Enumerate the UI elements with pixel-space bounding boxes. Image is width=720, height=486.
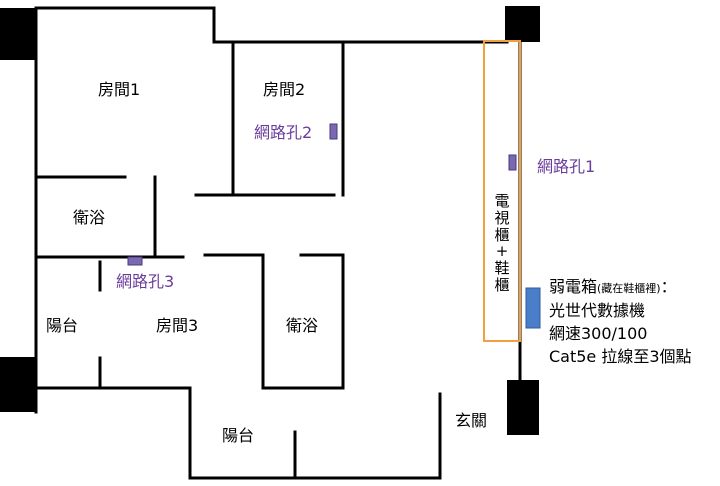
note-line-3: 網速300/100 [549,324,647,343]
pillar-top-right [505,6,540,42]
walls [34,6,522,480]
cabinet-char: 視 [494,209,509,227]
entrance-label: 玄關 [455,411,487,430]
port-label-2: 網路孔2 [254,123,312,142]
note-box-name: 弱電箱 [549,277,597,296]
pillar-bottom-right [507,380,539,435]
balcony-label-bottom: 陽台 [222,426,254,445]
port-label-3: 網路孔3 [116,272,174,291]
pillar-top-left [0,8,36,60]
cabinet-char: 櫃 [494,276,509,294]
port-marker-3 [127,256,143,266]
cabinet-char: 鞋 [494,259,509,277]
tv-shoe-cabinet [483,40,521,342]
bath-label-left: 衛浴 [73,208,105,227]
room-label-2: 房間2 [263,80,305,99]
pillar-bottom-left [0,357,36,412]
bath-label-right: 衛浴 [286,316,318,335]
port-marker-1 [508,154,517,171]
note-colon: ： [661,277,677,296]
weak-current-box [525,287,541,329]
note-line-4: Cat5e 拉線至3個點 [549,347,692,366]
note-line-1: 弱電箱(藏在鞋櫃裡)： [549,277,677,296]
room-label-3: 房間3 [156,316,198,335]
balcony-label-left: 陽台 [46,316,78,335]
cabinet-char: 櫃 [494,226,509,244]
cabinet-char: 電 [494,192,509,210]
cabinet-char: + [496,242,509,260]
room-label-1: 房間1 [98,80,140,99]
port-label-1: 網路孔1 [537,157,595,176]
note-box-hint: (藏在鞋櫃裡) [597,281,661,295]
port-marker-2 [329,123,338,140]
note-line-2: 光世代數據機 [549,301,645,320]
